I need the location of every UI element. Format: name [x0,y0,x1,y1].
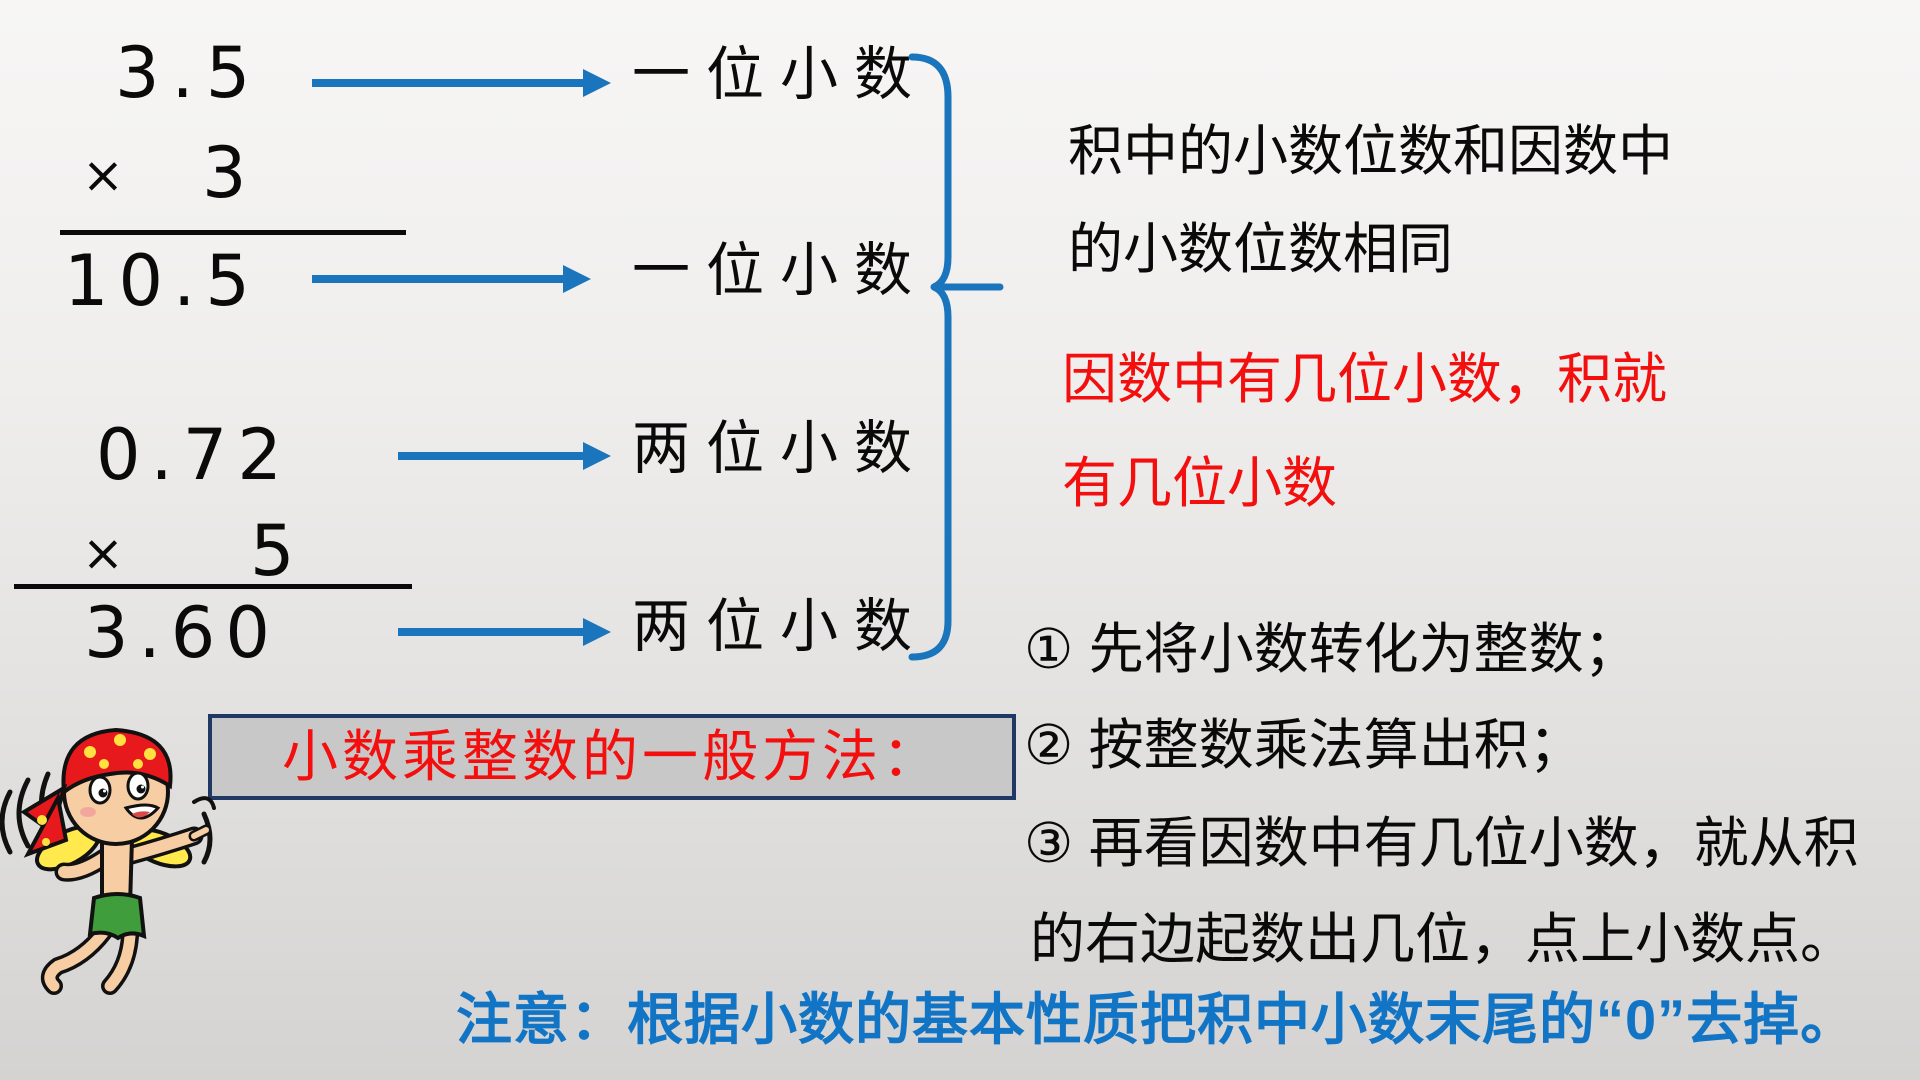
problem2-product: 3.60 [84,592,280,674]
rule-note-line-2: 的小数位数相同 [1068,218,1454,280]
method-step-1: ① 先将小数转化为整数； [1024,618,1639,680]
problem2-factor-label: 两位小数 [632,416,929,481]
right-arrow-icon [312,265,591,293]
flying-fairy-boy-icon [0,727,216,995]
right-arrow-icon [398,618,611,646]
right-arrow-icon [312,69,611,97]
problem1-multiplicand: 3.5 [115,32,263,114]
problem2-multiplicand: 0.72 [96,414,292,496]
rule-emphasis-line-1: 因数中有几位小数，积就 [1062,348,1668,410]
method-step-3-continued: 的右边起数出几位，点上小数点。 [1030,908,1856,970]
rule-emphasis-line-2: 有几位小数 [1062,452,1338,514]
problem1-multiplier: 3 [202,132,247,214]
method-step-3: ③ 再看因数中有几位小数，就从积 [1024,812,1859,874]
problem2-rule-line [14,584,412,589]
problem1-product: 10.5 [64,240,260,322]
method-title-box: 小数乘整数的一般方法： [208,714,1016,800]
problem2-product-label: 两位小数 [632,594,929,659]
problem2-multiplier: 5 [250,510,295,592]
problem1-product-label: 一位小数 [632,238,929,303]
problem1-multiply-sign: × [82,146,124,204]
method-step-2: ② 按整数乘法算出积； [1024,714,1584,776]
problem1-factor-label: 一位小数 [632,42,929,107]
right-curly-brace-icon [908,53,1004,661]
problem2-multiply-sign: × [82,524,124,582]
rule-note-line-1: 积中的小数位数和因数中 [1068,120,1674,182]
notice-text: 注意：根据小数的基本性质把积中小数末尾的“0”去掉。 [456,988,1858,1051]
method-title: 小数乘整数的一般方法： [282,725,942,788]
right-arrow-icon [398,442,611,470]
problem1-rule-line [60,230,406,235]
